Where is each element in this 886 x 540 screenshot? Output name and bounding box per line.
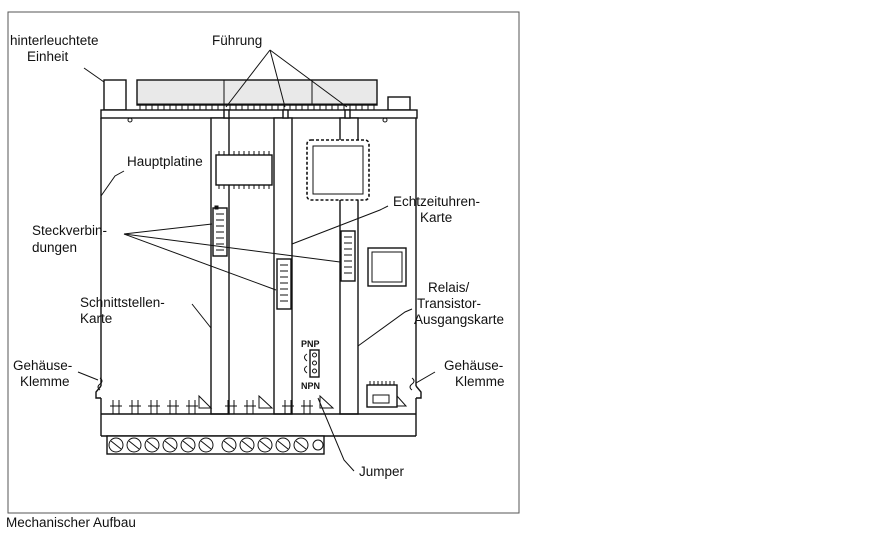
- label-karte-schnitt: Karte: [80, 311, 112, 326]
- label-einheit: Einheit: [27, 49, 69, 64]
- label-npn: NPN: [301, 381, 320, 391]
- square-component: [367, 247, 407, 287]
- middle-card: [273, 117, 320, 415]
- label-steckverbin: Steckverbin-: [32, 223, 107, 238]
- label-schnittstellen: Schnittstellen-: [80, 295, 165, 310]
- interface-card: [210, 117, 273, 415]
- terminal-screws-lower: [108, 437, 324, 453]
- main-board: [100, 109, 418, 386]
- label-ausgangskarte: Ausgangskarte: [414, 312, 504, 327]
- backlit-display-unit: [103, 79, 411, 111]
- small-relay-connector: [366, 381, 408, 408]
- label-jumper: Jumper: [359, 464, 405, 479]
- label-fuehrung: Führung: [212, 33, 262, 48]
- ic-chip: [215, 154, 273, 186]
- label-klemme-left: Klemme: [20, 374, 70, 389]
- label-dungen: dungen: [32, 240, 77, 255]
- terminal-screws-upper: [110, 394, 335, 414]
- label-gehaeuse-right: Gehäuse-: [444, 358, 503, 373]
- rtc-chip: [306, 139, 370, 201]
- guide-pins: [223, 109, 351, 119]
- label-hinterleuchtete: hinterleuchtete: [10, 33, 99, 48]
- label-karte-echtzeit: Karte: [420, 210, 452, 225]
- label-klemme-right: Klemme: [455, 374, 505, 389]
- figure-caption: Mechanischer Aufbau: [6, 515, 136, 530]
- leader-lines: [77, 49, 436, 472]
- label-hauptplatine: Hauptplatine: [127, 154, 203, 169]
- jumper-block: [309, 349, 320, 378]
- label-gehaeuse-left: Gehäuse-: [13, 358, 72, 373]
- label-transistor: Transistor-: [417, 296, 481, 311]
- display-pins: [139, 104, 375, 110]
- label-echtzeituhren: Echtzeituhren-: [393, 194, 480, 209]
- label-pnp: PNP: [301, 339, 320, 349]
- figure-frame: [7, 11, 520, 514]
- label-relais: Relais/: [428, 280, 470, 295]
- terminal-block: [106, 435, 325, 455]
